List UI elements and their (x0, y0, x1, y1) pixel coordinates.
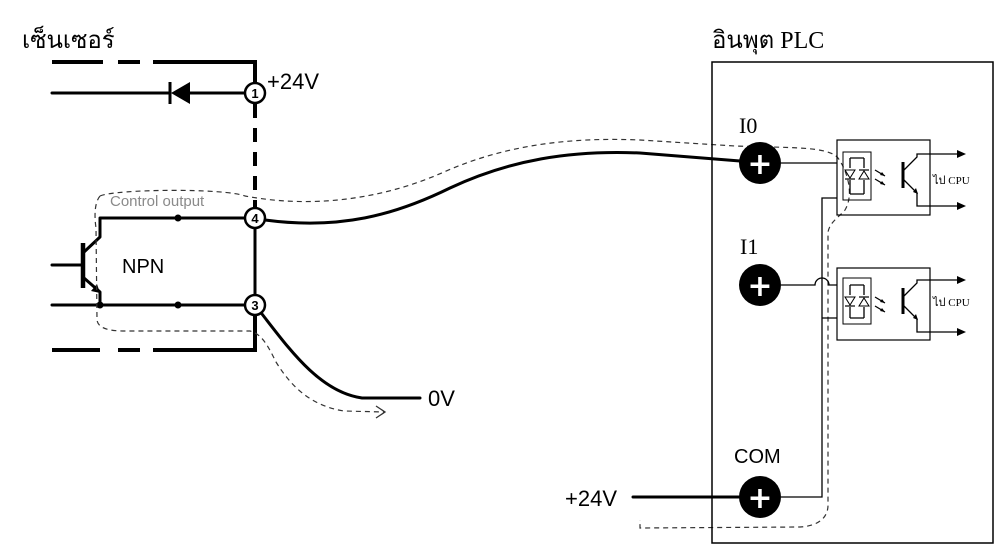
optocoupler-icon (842, 276, 966, 336)
common-label: COM (734, 446, 781, 468)
input-i0-terminal: + (739, 142, 781, 184)
npn-transistor-icon (50, 216, 247, 307)
terminal-3: 3 (243, 293, 267, 317)
sensor-title: เซ็นเซอร์ (22, 25, 115, 54)
to-cpu-label-i0: ไป CPU (932, 174, 970, 187)
junction-dot (96, 301, 104, 309)
terminal-4-number: 4 (251, 211, 259, 226)
junction-dot (174, 214, 182, 222)
input-i1-plus-icon: + (747, 269, 772, 304)
diode-icon (168, 82, 190, 104)
optocoupler-i1 (836, 267, 966, 341)
current-flow-path-upper (99, 138, 850, 529)
ground-label: 0V (428, 386, 455, 411)
ground-wire-0v (260, 312, 422, 400)
control-output-label: Control output (110, 193, 205, 210)
sensor-supply-label: +24V (267, 69, 319, 94)
common-internal-wire (781, 197, 837, 498)
to-cpu-label-i1: ไป CPU (932, 296, 970, 309)
plc-title: อินพุต PLC (712, 28, 824, 55)
common-plus-icon: + (747, 481, 772, 516)
transistor-label: NPN (122, 256, 164, 278)
common-terminal: + (739, 476, 781, 518)
i1-internal-wire (781, 277, 837, 286)
common-supply-label: +24V (565, 486, 617, 511)
junction-dot (174, 301, 182, 309)
input-i0-plus-icon: + (747, 147, 772, 182)
input-i1-terminal: + (739, 264, 781, 306)
plc-input-module (711, 61, 994, 544)
terminal-3-number: 3 (251, 298, 258, 313)
optocoupler-i0 (836, 139, 966, 216)
terminal-4: 4 (243, 206, 267, 230)
input-i0-label: I0 (739, 113, 757, 138)
optocoupler-icon (842, 150, 966, 210)
current-flow-path-lower (94, 195, 385, 413)
input-i1-label: I1 (740, 234, 758, 259)
signal-wire-to-i0 (263, 151, 742, 225)
sensor-housing-top-line (52, 60, 257, 83)
sensor-housing-bottom-line (52, 315, 257, 352)
current-flow-arrow-icon (375, 405, 387, 419)
terminal-1-number: 1 (251, 86, 258, 101)
terminal-1: 1 (243, 81, 267, 105)
sensor-block: Control output NPN +24V 1 4 3 (50, 60, 319, 352)
